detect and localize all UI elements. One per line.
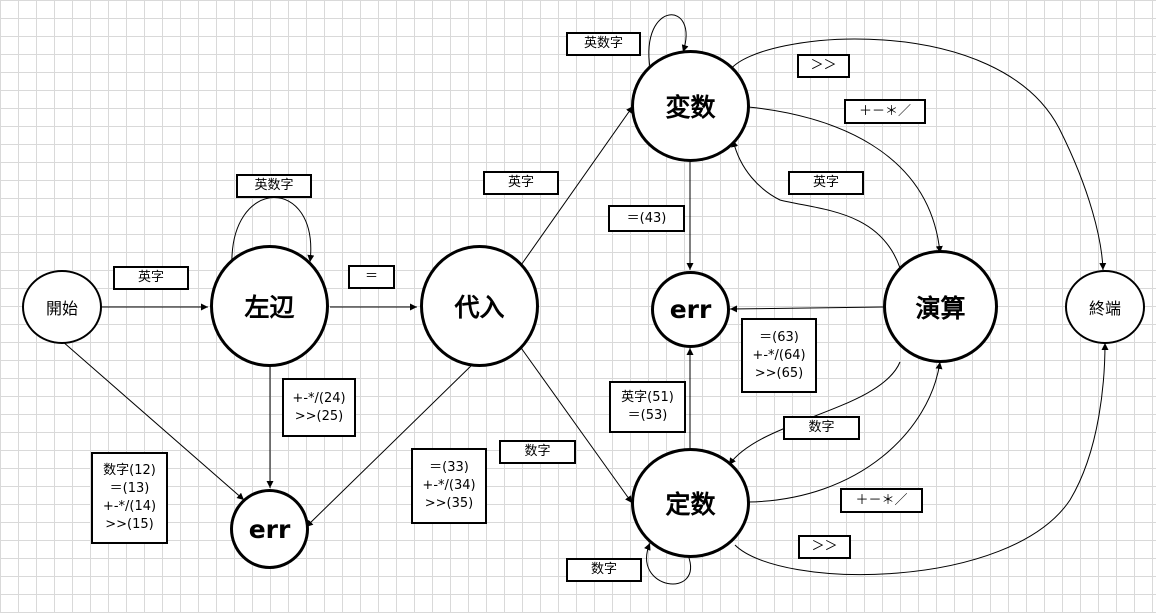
label-var-loop: 英数字 (566, 32, 641, 56)
label-line: +-*/(24) (292, 390, 346, 406)
label-left-to-assign: ＝ (348, 265, 395, 289)
label-line: >>(65) (754, 365, 804, 381)
label-line: ＝(33) (429, 460, 469, 475)
node-err-left: err (230, 489, 309, 569)
node-start: 開始 (22, 270, 102, 344)
edge-var-to-op (747, 106, 943, 254)
node-terminal: 終端 (1065, 270, 1145, 344)
edge-const-to-op (747, 361, 943, 503)
label-line: +-*/(14) (102, 499, 157, 514)
label-op-to-var: 英字 (788, 171, 864, 195)
edge-const-loop (644, 542, 691, 585)
label-left-loop: 英数字 (236, 174, 312, 198)
label-const-to-op: ＋－＊／ (840, 488, 923, 513)
node-err-center: err (651, 271, 730, 348)
label-line: >>(25) (294, 408, 344, 424)
label-var-to-err: ＝(43) (608, 205, 685, 232)
node-variable: 変数 (631, 50, 750, 162)
label-assign-to-err: ＝(33) +-*/(34) >>(35) (411, 448, 487, 524)
edge-const-to-terminal (734, 342, 1109, 576)
label-start-to-err: 数字(12) ＝(13) +-*/(14) >>(15) (91, 452, 168, 544)
edge-assign-to-const (518, 344, 633, 504)
label-var-to-terminal: ＞＞ (797, 54, 850, 78)
label-line: >>(15) (105, 517, 154, 532)
label-op-to-const: 数字 (783, 416, 860, 440)
label-const-to-terminal: ＞＞ (798, 535, 851, 559)
node-assign: 代入 (420, 245, 539, 367)
edge-op-to-var (731, 139, 901, 269)
edge-op-to-err (729, 305, 884, 313)
label-assign-to-var: 英字 (483, 171, 559, 195)
label-line: ＝(63) (759, 329, 799, 345)
label-line: 数字(12) (103, 463, 156, 478)
edge-assign-to-err (305, 361, 476, 528)
label-line: ＝(13) (109, 481, 150, 496)
label-line: 英字(51) (621, 390, 674, 405)
label-const-loop: 数字 (566, 558, 642, 582)
edge-assign-to-var (518, 105, 634, 269)
label-left-to-err: +-*/(24) >>(25) (282, 378, 356, 437)
label-start-to-left: 英字 (113, 266, 189, 290)
edge-op-to-const (728, 361, 901, 466)
edge-start-to-err (61, 340, 245, 501)
edge-var-to-terminal (729, 38, 1107, 271)
label-line: >>(35) (424, 496, 474, 511)
label-const-to-err: 英字(51) ＝(53) (609, 381, 686, 433)
label-assign-to-const: 数字 (499, 440, 576, 464)
node-left-side: 左辺 (210, 245, 329, 367)
label-line: ＝(53) (627, 408, 668, 423)
label-line: +-*/(34) (422, 478, 476, 493)
node-operation: 演算 (883, 250, 998, 363)
node-constant: 定数 (631, 448, 750, 558)
label-var-to-op: ＋－＊／ (844, 99, 926, 124)
edge-var-loop (648, 14, 689, 69)
label-line: +-*/(64) (752, 347, 806, 363)
label-op-to-err: ＝(63) +-*/(64) >>(65) (741, 318, 817, 393)
